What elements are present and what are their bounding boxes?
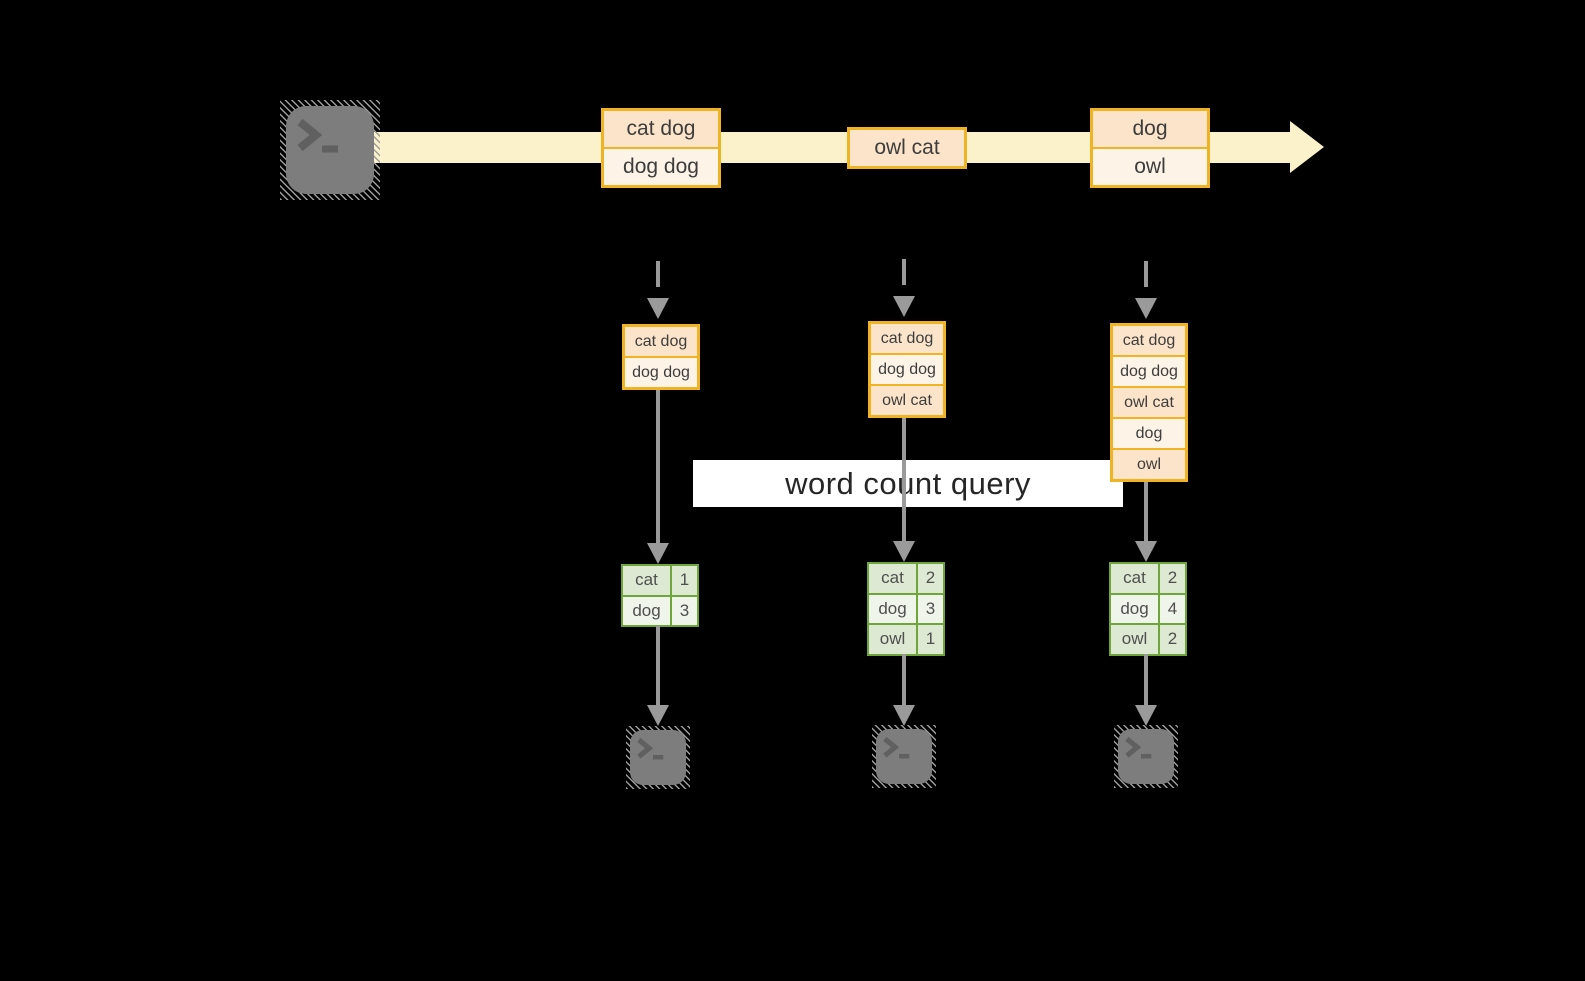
terminal-prompt-icon — [637, 737, 664, 760]
buffer-line: owl — [1113, 450, 1185, 479]
dashed-arrow-head — [1135, 298, 1157, 319]
buffer-line: dog dog — [1113, 357, 1185, 386]
buffer-stack-1: cat dog dog dog — [622, 324, 700, 390]
connector-arrowhead — [893, 705, 915, 726]
stream-event-box-3: dog owl — [1090, 108, 1210, 188]
buffer-line: cat dog — [871, 324, 943, 353]
connector-arrowhead — [1135, 705, 1157, 726]
event-line: owl — [1093, 149, 1207, 185]
count-value: 2 — [1160, 564, 1185, 593]
count-word: cat — [1111, 564, 1158, 593]
count-word: owl — [1111, 625, 1158, 654]
terminal-prompt-icon — [883, 736, 910, 759]
buffer-line: cat dog — [1113, 326, 1185, 355]
buffer-line: owl cat — [1113, 388, 1185, 417]
count-table-1: cat 1 dog 3 — [621, 564, 699, 627]
count-word: cat — [623, 566, 670, 595]
dashed-arrow-head — [893, 296, 915, 317]
terminal-icon-sink-3 — [1114, 725, 1178, 788]
connector-line — [902, 418, 906, 541]
terminal-icon-sink-1 — [626, 726, 690, 789]
count-value: 3 — [672, 596, 697, 625]
count-value: 4 — [1160, 594, 1185, 623]
connector-line — [902, 654, 906, 706]
stream-event-box-2: owl cat — [847, 127, 967, 169]
count-word: dog — [1111, 594, 1158, 623]
count-value: 2 — [918, 564, 943, 593]
terminal-icon-source — [280, 100, 380, 200]
count-word: cat — [869, 564, 916, 593]
event-line: dog — [1093, 111, 1207, 147]
dashed-arrow-line — [656, 261, 660, 297]
connector-line — [656, 626, 660, 706]
terminal-icon-sink-2 — [872, 725, 936, 788]
connector-arrowhead — [647, 705, 669, 726]
count-table-2: cat 2 dog 3 owl 1 — [867, 562, 945, 656]
connector-arrowhead — [1135, 541, 1157, 562]
buffer-line: cat dog — [625, 327, 697, 356]
count-value: 2 — [1160, 625, 1185, 654]
stream-event-box-1: cat dog dog dog — [601, 108, 721, 188]
buffer-line: dog — [1113, 419, 1185, 448]
dashed-arrow-head — [647, 298, 669, 319]
event-line: cat dog — [604, 111, 718, 147]
count-table-3: cat 2 dog 4 owl 2 — [1109, 562, 1187, 656]
connector-arrowhead — [893, 541, 915, 562]
event-line: dog dog — [604, 149, 718, 185]
buffer-line: owl cat — [871, 386, 943, 415]
connector-line — [1144, 482, 1148, 541]
query-banner: word count query — [693, 460, 1123, 507]
connector-line — [656, 390, 660, 544]
buffer-stack-3: cat dog dog dog owl cat dog owl — [1110, 323, 1188, 482]
buffer-line: dog dog — [625, 358, 697, 387]
dashed-arrow-line — [1144, 261, 1148, 297]
connector-arrowhead — [647, 543, 669, 564]
stream-timeline-arrowhead — [1290, 121, 1324, 173]
buffer-line: dog dog — [871, 355, 943, 384]
terminal-prompt-icon — [297, 118, 338, 153]
event-line: owl cat — [850, 130, 964, 166]
count-word: dog — [869, 594, 916, 623]
count-word: dog — [623, 596, 670, 625]
count-value: 3 — [918, 594, 943, 623]
count-word: owl — [869, 625, 916, 654]
count-value: 1 — [918, 625, 943, 654]
connector-line — [1144, 654, 1148, 706]
terminal-prompt-icon — [1125, 736, 1152, 759]
count-value: 1 — [672, 566, 697, 595]
buffer-stack-2: cat dog dog dog owl cat — [868, 321, 946, 418]
dashed-arrow-line — [902, 259, 906, 295]
query-banner-label: word count query — [785, 465, 1031, 501]
